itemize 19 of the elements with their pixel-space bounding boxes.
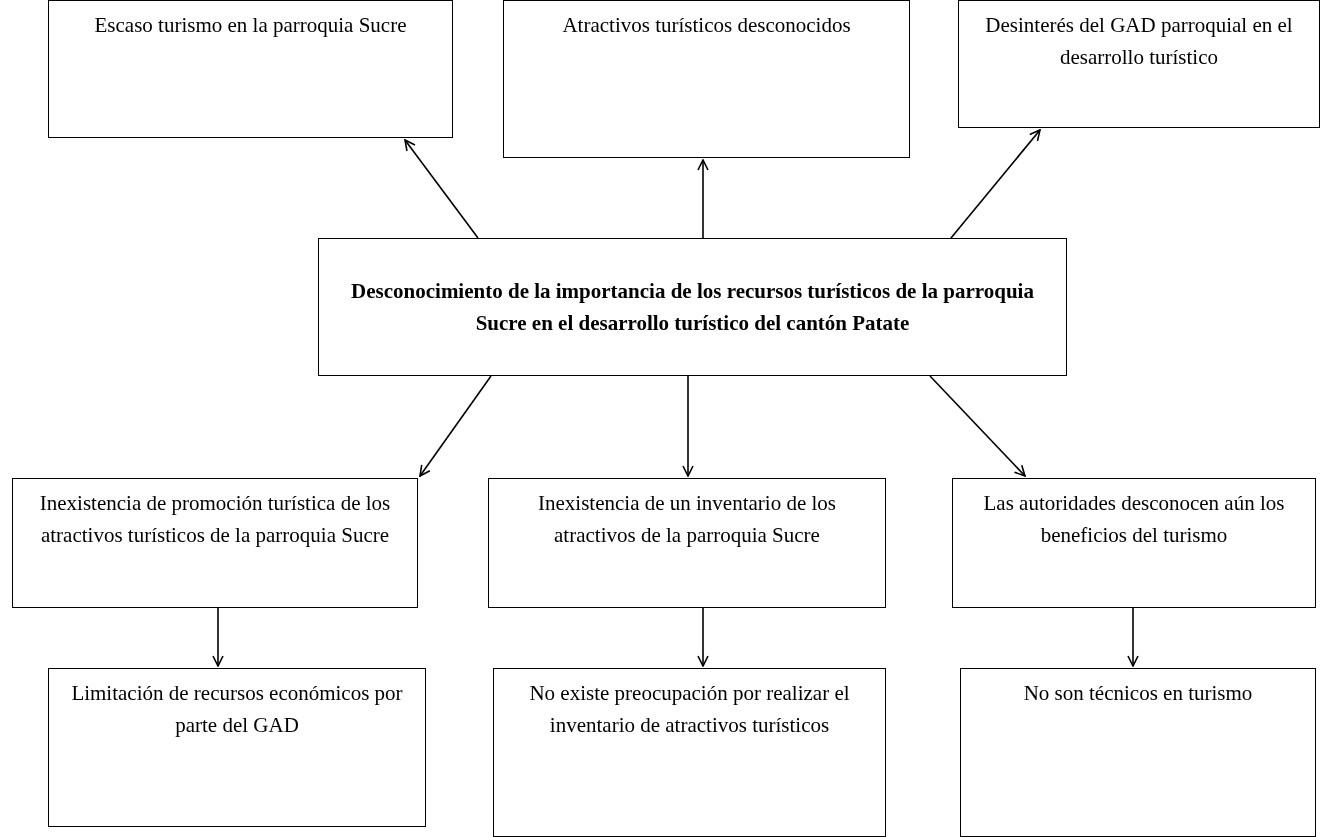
text-box: No existe preocupación por realizar el inventario de atractivos turísticos	[493, 668, 886, 837]
problem-box: Desconocimiento de la importancia de los recursos turísticos de la parroquia Sucre en el desarrollo turístico del cantón Patate	[318, 238, 1067, 376]
text-box: Inexistencia de promoción turística de los atractivos turísticos de la parroquia Sucre	[12, 478, 418, 608]
arrow	[212, 607, 224, 667]
text-box: Desinterés del GAD parroquial en el desarrollo turístico	[958, 0, 1320, 128]
arrow	[697, 607, 709, 667]
arrow	[950, 129, 1041, 239]
arrow	[1127, 607, 1139, 667]
arrow	[404, 139, 479, 239]
text-box: Inexistencia de un inventario de los atractivos de la parroquia Sucre	[488, 478, 886, 608]
arrow	[697, 159, 709, 239]
text-box: No son técnicos en turismo	[960, 668, 1316, 837]
text-box: Las autoridades desconocen aún los beneficios del turismo	[952, 478, 1316, 608]
arrow	[419, 375, 492, 477]
text-box: Atractivos turísticos desconocidos	[503, 0, 910, 158]
arrow	[682, 375, 694, 477]
text-box: Limitación de recursos económicos por parte del GAD	[48, 668, 426, 827]
text-box: Escaso turismo en la parroquia Sucre	[48, 0, 453, 138]
arrow	[929, 375, 1026, 477]
